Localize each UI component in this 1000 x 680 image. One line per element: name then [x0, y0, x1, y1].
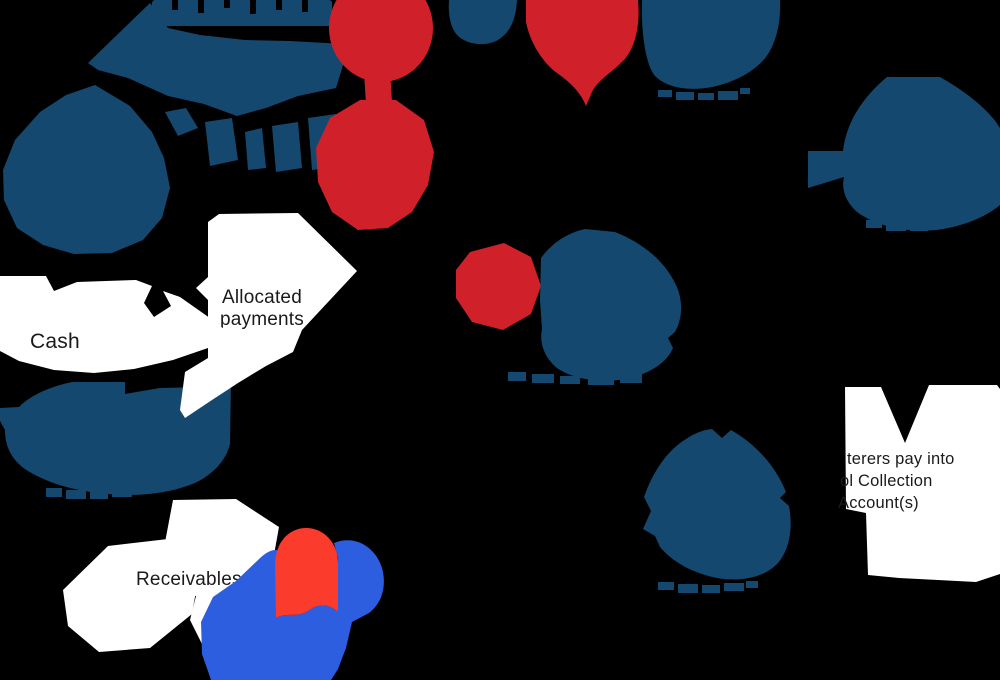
glyph-fragment — [910, 223, 928, 231]
cash-arrow — [0, 276, 233, 373]
navy-blob-right — [808, 77, 1000, 231]
glyph-fragment — [90, 491, 108, 499]
glyph-fragment — [560, 376, 580, 384]
text-fragment-row-center — [508, 372, 642, 385]
navy-blob-top-right — [641, 0, 781, 89]
allocated-payments-label-line2: payments — [220, 309, 304, 330]
collection-note-box — [845, 385, 1000, 582]
logo-red-arch — [275, 528, 338, 618]
logo-blue-blob — [201, 540, 384, 680]
glyph-fragment — [866, 220, 882, 228]
glyph-fragment — [678, 584, 698, 593]
red-figure-eight — [316, 0, 434, 230]
receivables-shape-right — [163, 499, 279, 648]
glyph-gap — [198, 0, 204, 13]
allocated-payments-arrow — [180, 213, 357, 418]
allocated-payments-label-line1: Allocated — [222, 287, 302, 308]
glyph-gap — [250, 0, 256, 14]
glyph-fragment — [245, 128, 266, 170]
collection-note-line1: terers pay into — [847, 450, 955, 468]
glyph-gap — [302, 0, 308, 12]
red-blob-mid — [316, 100, 434, 230]
red-heptagon-center — [456, 243, 541, 330]
collection-note-line2: ol Collection — [840, 472, 932, 490]
text-fragment-row-top-right — [658, 88, 750, 100]
glyph-fragment — [66, 490, 86, 499]
glyph-fragment — [658, 90, 672, 97]
glyph-fragment — [112, 488, 132, 497]
glyph-fragment — [718, 91, 738, 100]
red-blob-top-second — [526, 0, 639, 106]
glyph-fragment — [272, 122, 302, 172]
navy-blob-left — [3, 85, 170, 254]
glyph-fragment — [46, 488, 62, 497]
glyph-gap — [172, 0, 178, 10]
glyph-fragment — [702, 585, 720, 593]
glyph-fragment — [588, 377, 614, 385]
glyph-fragment — [205, 118, 238, 166]
glyph-fragment — [508, 372, 526, 381]
clipped-wordmark-top-gaps — [172, 0, 308, 14]
receivables-label: Receivables — [136, 569, 242, 590]
glyph-fragment — [165, 108, 198, 136]
text-fragment-row-bottom-left — [46, 487, 144, 499]
glyph-fragment — [886, 222, 906, 231]
text-fragment-row-right — [866, 218, 958, 231]
red-circle-top — [329, 0, 433, 82]
glyph-fragment — [134, 487, 144, 494]
glyph-fragment — [532, 374, 554, 383]
glyph-gap — [224, 0, 230, 8]
navy-blob-center — [540, 229, 682, 381]
navy-teardrop-bottom-right — [643, 429, 791, 580]
glyph-fragment — [950, 218, 958, 224]
glyph-fragment — [676, 92, 694, 100]
collection-note-line3: Account(s) — [838, 494, 919, 512]
navy-wedge-top-left — [88, 3, 344, 116]
receivables-shape-left — [63, 539, 200, 652]
clipped-wordmark-top — [152, 0, 332, 26]
text-fragment-row-bottom-right — [658, 581, 758, 593]
glyph-fragment — [932, 220, 948, 227]
navy-half-circle-top — [448, 0, 517, 45]
glyph-fragment — [698, 93, 714, 100]
red-neck — [364, 70, 392, 104]
glyph-gap — [276, 0, 282, 10]
glyph-fragment — [740, 88, 750, 94]
glyph-fragment — [658, 582, 674, 590]
glyph-fragment — [152, 0, 332, 26]
glyph-fragment — [724, 583, 744, 591]
navy-blob-bottom-left — [0, 380, 231, 495]
cash-label: Cash — [30, 330, 80, 353]
glyph-fragment — [620, 373, 642, 383]
glyph-fragment — [746, 581, 758, 588]
